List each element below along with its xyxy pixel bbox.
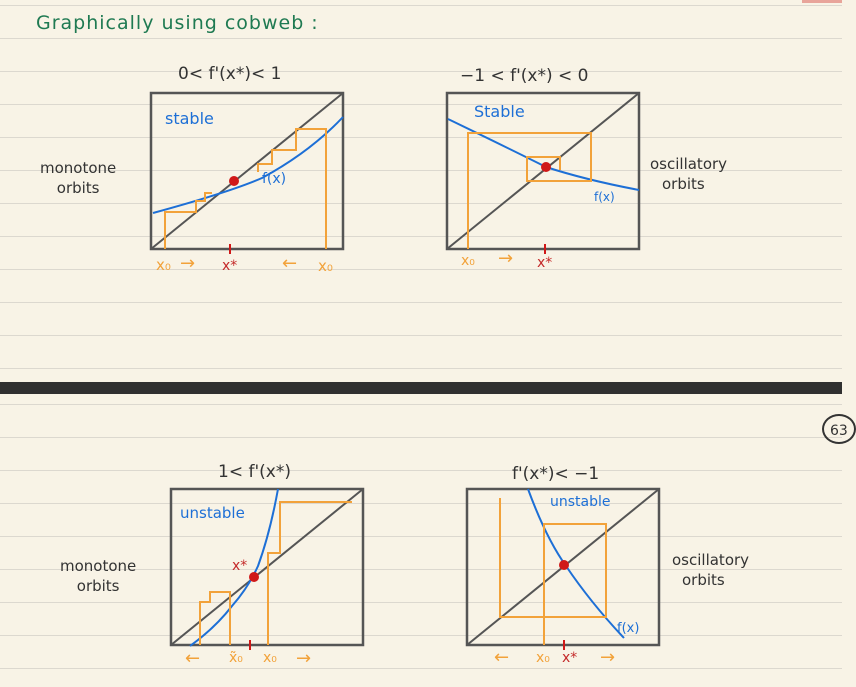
plot2-condition: −1 < f'(x*) < 0 — [460, 66, 589, 86]
heading: Graphically using cobweb : — [36, 12, 319, 34]
cobweb-orbit-up — [267, 501, 352, 645]
function-curve — [152, 116, 344, 214]
plot2-stability: Stable — [474, 102, 525, 121]
plot4-curve-label: f(x) — [617, 621, 640, 636]
plot1-xstar: x* — [222, 258, 238, 274]
notes-page-top — [0, 5, 842, 369]
cobweb-orbit-left — [164, 192, 212, 249]
plot3-x0: x₀ — [263, 650, 277, 666]
plot-frame — [149, 91, 345, 251]
plot1-stability: stable — [165, 109, 214, 128]
plot2-xstar: x* — [537, 255, 553, 271]
cobweb-orbit-right — [257, 128, 327, 249]
plot1-condition: 0< f'(x*)< 1 — [178, 64, 282, 84]
page-edge-marker — [802, 0, 842, 3]
fixed-point — [229, 176, 239, 186]
cobweb-plot-stable-oscillatory — [445, 91, 641, 254]
plot1-arrow-right: → — [180, 253, 196, 274]
function-curve — [189, 488, 279, 647]
plot4-stability: unstable — [550, 494, 611, 510]
plot1-arrow-left: ← — [282, 253, 298, 274]
plot3-stability: unstable — [180, 504, 245, 522]
fixed-point — [559, 560, 569, 570]
cobweb-orbit-down — [199, 591, 231, 645]
fixed-point — [541, 162, 551, 172]
plot4-arrow-right: → — [600, 647, 616, 668]
plot2-curve-label: f(x) — [594, 190, 615, 204]
plot3-x0-tilde: x̃₀ — [229, 650, 243, 666]
plot2-arrow-right: → — [498, 248, 514, 269]
plot1-curve-label: f(x) — [262, 171, 287, 187]
notes-page-bottom: 63 — [0, 394, 856, 687]
cobweb-plot-unstable-monotone — [169, 487, 365, 650]
plot3-condition: 1< f'(x*) — [218, 462, 291, 482]
plot4-x0: x₀ — [536, 650, 550, 666]
plot3-arrow-right: → — [296, 648, 312, 669]
fixed-point — [249, 572, 259, 582]
plot4-arrow-left: ← — [494, 647, 510, 668]
plot1-x0-right: x₀ — [318, 257, 333, 275]
cobweb-orbit — [499, 498, 607, 645]
plot4-condition: f'(x*)< −1 — [512, 464, 600, 484]
plot3-arrow-left: ← — [185, 648, 201, 669]
cobweb-orbit — [467, 132, 592, 249]
page-separator — [0, 382, 842, 394]
function-curve — [447, 118, 640, 191]
plot1-x0-left: x₀ — [156, 256, 171, 274]
cobweb-plot-unstable-oscillatory — [465, 487, 661, 650]
page-number: 63 — [822, 414, 856, 444]
plot4-xstar: x* — [562, 650, 578, 666]
diagonal-line — [150, 92, 344, 250]
plot-frame — [445, 91, 641, 251]
plot3-xstar: x* — [232, 558, 248, 574]
cobweb-plot-stable-monotone — [149, 91, 345, 254]
plot2-x0: x₀ — [461, 253, 475, 269]
function-curve — [527, 488, 625, 639]
